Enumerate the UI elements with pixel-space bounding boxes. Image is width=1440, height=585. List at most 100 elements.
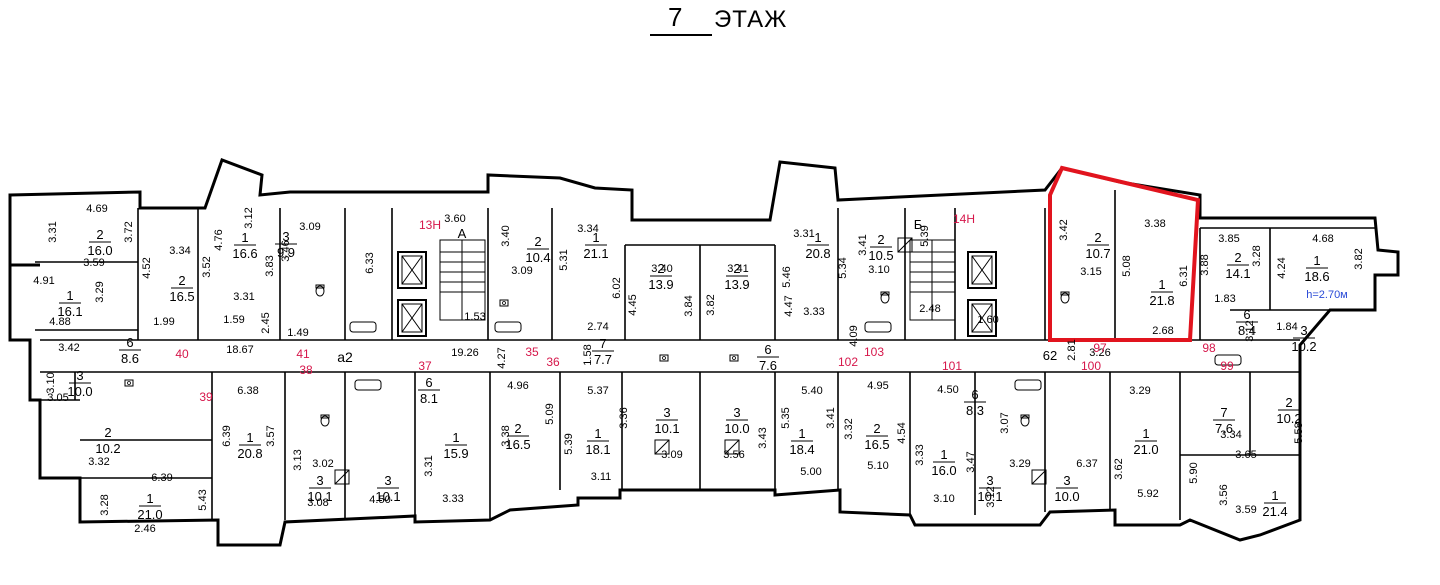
dimension-label: 5.58	[1293, 422, 1305, 443]
dimension-label: 3.38	[1144, 218, 1165, 230]
dimension-label: 3.83	[264, 255, 276, 276]
dimension-label: 3.10	[868, 264, 889, 276]
room-label: 121.1	[583, 230, 608, 261]
dimension-label: 5.90	[1188, 462, 1200, 483]
room-area: 8.3	[966, 403, 984, 418]
bathtub-icon	[349, 321, 377, 333]
dimension-label: 3.11	[591, 471, 612, 483]
room-number: 3	[282, 229, 289, 244]
dimension-label: 4.09	[848, 325, 860, 346]
sink-icon	[124, 379, 134, 387]
dimension-label: 2.81	[1066, 339, 1078, 360]
floor-title: 7 ЭТАЖ	[0, 0, 1440, 50]
room-area: 18.6	[1304, 269, 1329, 284]
dimension-label: 5.09	[544, 403, 556, 424]
dimension-label: 3.33	[803, 306, 824, 318]
room-number: 6	[1243, 307, 1250, 322]
room-number: 2	[657, 261, 664, 276]
room-number: 1	[1158, 277, 1165, 292]
section-number-label: 102	[838, 355, 858, 369]
dimension-label: 3.12	[243, 207, 255, 228]
dimension-label: 5.92	[1137, 488, 1158, 500]
dimension-label: 3.36	[618, 407, 630, 428]
dimension-label: 18.67	[226, 344, 254, 356]
toilet-icon	[1020, 414, 1030, 427]
dimension-label: 3.46	[280, 240, 292, 261]
dimension-label: 4.69	[86, 203, 107, 215]
sink-icon	[729, 354, 739, 362]
room-area: 10.1	[307, 489, 332, 504]
dimension-label: 4.54	[896, 422, 908, 443]
section-number-label: 99	[1220, 359, 1234, 373]
room-area: 7.6	[1215, 421, 1233, 436]
dimension-label: 19.26	[451, 347, 479, 359]
dimension-label: 3.38	[500, 425, 512, 446]
room-label: 216.5	[864, 421, 889, 452]
dimension-label: 3.43	[757, 427, 769, 448]
room-number: 1	[1271, 488, 1278, 503]
dimension-label: 3.29	[1129, 385, 1150, 397]
room-label: 213.9	[724, 261, 749, 292]
room-label: 310.1	[375, 473, 400, 504]
ventilation-shaft-icon	[334, 469, 350, 485]
room-number: 2	[1234, 250, 1241, 265]
room-label: 210.7	[1085, 230, 1110, 261]
room-area: 13.9	[648, 277, 673, 292]
dimension-label: 3.13	[292, 449, 304, 470]
dimension-label: 3.28	[1251, 245, 1263, 266]
room-number: 2	[178, 273, 185, 288]
room-number: 1	[814, 230, 821, 245]
dimension-label: 1.53	[464, 311, 485, 323]
room-area: 16.0	[931, 463, 956, 478]
room-label: 121.8	[1149, 277, 1174, 308]
room-number: 7	[1220, 405, 1227, 420]
room-number: 1	[66, 288, 73, 303]
room-label: 68.1	[418, 375, 440, 406]
room-label: 68.4	[1236, 307, 1258, 338]
elevator-icon	[397, 251, 427, 289]
room-label: 120.8	[805, 230, 830, 261]
dimension-label: 4.52	[141, 257, 153, 278]
dimension-label: 3.41	[857, 234, 869, 255]
room-label: 68.6	[119, 335, 141, 366]
highlighted-unit-outline	[1048, 165, 1201, 342]
dimension-label: 4.47	[783, 295, 795, 316]
room-area: 16.6	[232, 246, 257, 261]
room-number: 3	[733, 405, 740, 420]
room-area: 10.1	[375, 489, 400, 504]
dimension-label: 1.58	[582, 344, 594, 365]
dimension-label: 5.10	[867, 460, 888, 472]
floor-number: 7	[668, 2, 683, 32]
dimension-label: 3.28	[99, 494, 111, 515]
dimension-label: 3.33	[442, 493, 463, 505]
dimension-label: 4.95	[867, 380, 888, 392]
room-number: 1	[1142, 426, 1149, 441]
dimension-label: 5.40	[801, 385, 822, 397]
dimension-label: 3.15	[1080, 266, 1101, 278]
floor-label: ЭТАЖ	[714, 6, 788, 33]
dimension-label: 4.50	[937, 384, 958, 396]
dimension-label: 3.31	[423, 455, 435, 476]
section-number-label: 38	[299, 363, 313, 377]
room-number: 1	[246, 430, 253, 445]
room-number: 1	[798, 426, 805, 441]
dimension-label: 3.52	[201, 256, 213, 277]
room-label: 310.2	[1291, 323, 1316, 354]
room-area: 18.1	[585, 442, 610, 457]
dimension-label: 3.12	[985, 486, 997, 507]
room-number: 3	[663, 405, 670, 420]
room-number: 3	[384, 473, 391, 488]
common-label: h=2.70м	[1306, 289, 1348, 301]
stair-icon	[909, 239, 956, 321]
room-area: 10.2	[1276, 411, 1301, 426]
stair-icon	[439, 239, 486, 321]
dimension-label: 2.46	[134, 523, 155, 535]
room-label: 210.2	[95, 425, 120, 456]
dimension-label: 6.37	[1076, 458, 1097, 470]
dimension-label: 3.47	[965, 451, 977, 472]
room-area: 16.1	[57, 304, 82, 319]
dimension-label: 5.37	[587, 385, 608, 397]
room-label: 67.6	[757, 342, 779, 373]
